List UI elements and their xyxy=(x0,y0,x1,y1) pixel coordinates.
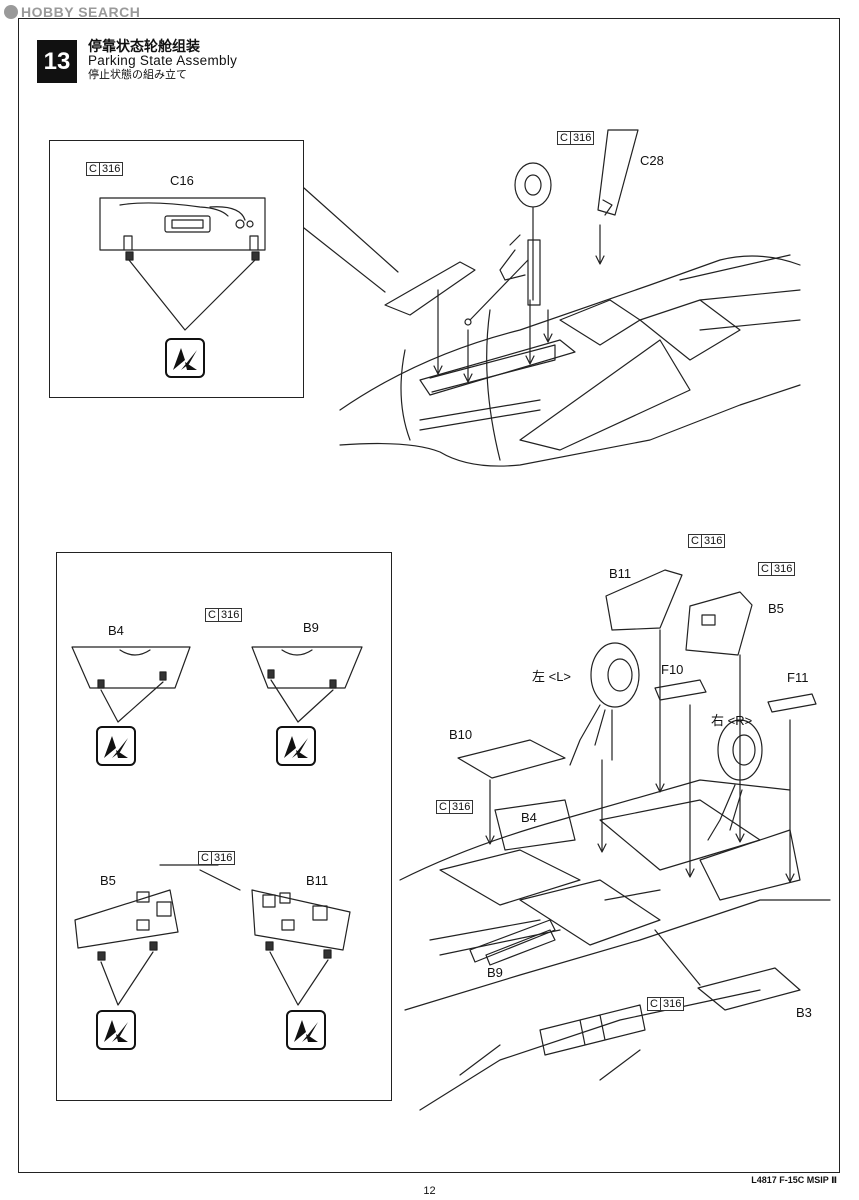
glue-cement-icon xyxy=(96,1010,136,1050)
label-b4-main: B4 xyxy=(521,810,537,825)
step-title: 停靠状态轮舱组装 Parking State Assembly 停止状態の組み立… xyxy=(88,38,238,82)
watermark: HOBBY SEARCH xyxy=(4,4,140,20)
part-c28-shape xyxy=(597,129,639,216)
paint-code-prefix: C xyxy=(647,997,661,1011)
part-b5-shape xyxy=(74,889,179,949)
paint-code-prefix: C xyxy=(198,851,212,865)
paint-code-number: 316 xyxy=(771,562,796,576)
glue-cement-icon xyxy=(276,726,316,766)
label-b9-inset: B9 xyxy=(303,620,319,635)
page-number: 12 xyxy=(423,1185,436,1197)
label-f11: F11 xyxy=(787,670,809,685)
label-b4-inset: B4 xyxy=(108,623,124,638)
paint-code-prefix: C xyxy=(688,534,702,548)
label-b11-main: B11 xyxy=(609,566,632,581)
label-left-side: 左 <L> xyxy=(532,669,572,684)
part-b11-shape xyxy=(251,889,351,951)
part-b11-main xyxy=(605,569,683,631)
part-b5-main xyxy=(685,591,753,656)
glue-cement-icon xyxy=(165,338,205,378)
part-b9-shape xyxy=(251,646,363,689)
part-b4-main xyxy=(494,799,576,851)
watermark-text: HOBBY SEARCH xyxy=(21,4,141,20)
part-f11-main xyxy=(767,693,817,713)
paint-code-prefix: C xyxy=(557,131,571,145)
paint-code-prefix: C xyxy=(436,800,450,814)
label-right-side: 右 <R> xyxy=(711,713,753,728)
part-c16-shape xyxy=(99,197,266,251)
paint-code-number: 316 xyxy=(701,534,726,548)
paint-code-number: 316 xyxy=(449,800,474,814)
label-b3: B3 xyxy=(796,1005,812,1020)
label-f10: F10 xyxy=(661,662,684,677)
part-b3-main xyxy=(697,967,801,1011)
hobby-search-logo-icon xyxy=(4,5,18,19)
glue-cement-icon xyxy=(96,726,136,766)
label-b5-main: B5 xyxy=(768,601,784,616)
model-code: L4817 F-15C MSIP Ⅱ xyxy=(751,1175,837,1185)
part-c16-installed xyxy=(384,261,476,316)
part-f10-main xyxy=(654,679,707,701)
paint-code-number: 316 xyxy=(660,997,685,1011)
paint-code-number: 316 xyxy=(99,162,124,176)
label-c28: C28 xyxy=(640,153,664,168)
page-frame xyxy=(18,18,840,1173)
label-c16: C16 xyxy=(170,173,194,188)
step-number: 13 xyxy=(37,40,77,83)
paint-code-prefix: C xyxy=(205,608,219,622)
paint-code-number: 316 xyxy=(570,131,595,145)
label-b10: B10 xyxy=(449,727,473,742)
step-title-chinese: 停靠状态轮舱组装 xyxy=(88,38,200,54)
step-title-english: Parking State Assembly xyxy=(88,53,238,69)
part-b4-shape xyxy=(71,646,191,689)
paint-code-prefix: C xyxy=(758,562,772,576)
glue-cement-icon xyxy=(286,1010,326,1050)
label-b5-inset: B5 xyxy=(100,873,116,888)
paint-code-prefix: C xyxy=(86,162,100,176)
part-b9-main xyxy=(485,929,556,966)
part-b10-main xyxy=(457,739,566,779)
step-title-japanese: 停止状態の組み立て xyxy=(88,69,187,82)
label-b11-inset: B11 xyxy=(306,873,329,888)
paint-code-number: 316 xyxy=(211,851,236,865)
paint-code-number: 316 xyxy=(218,608,243,622)
detail-inset-doors xyxy=(56,552,392,1101)
label-b9-main: B9 xyxy=(487,965,503,980)
